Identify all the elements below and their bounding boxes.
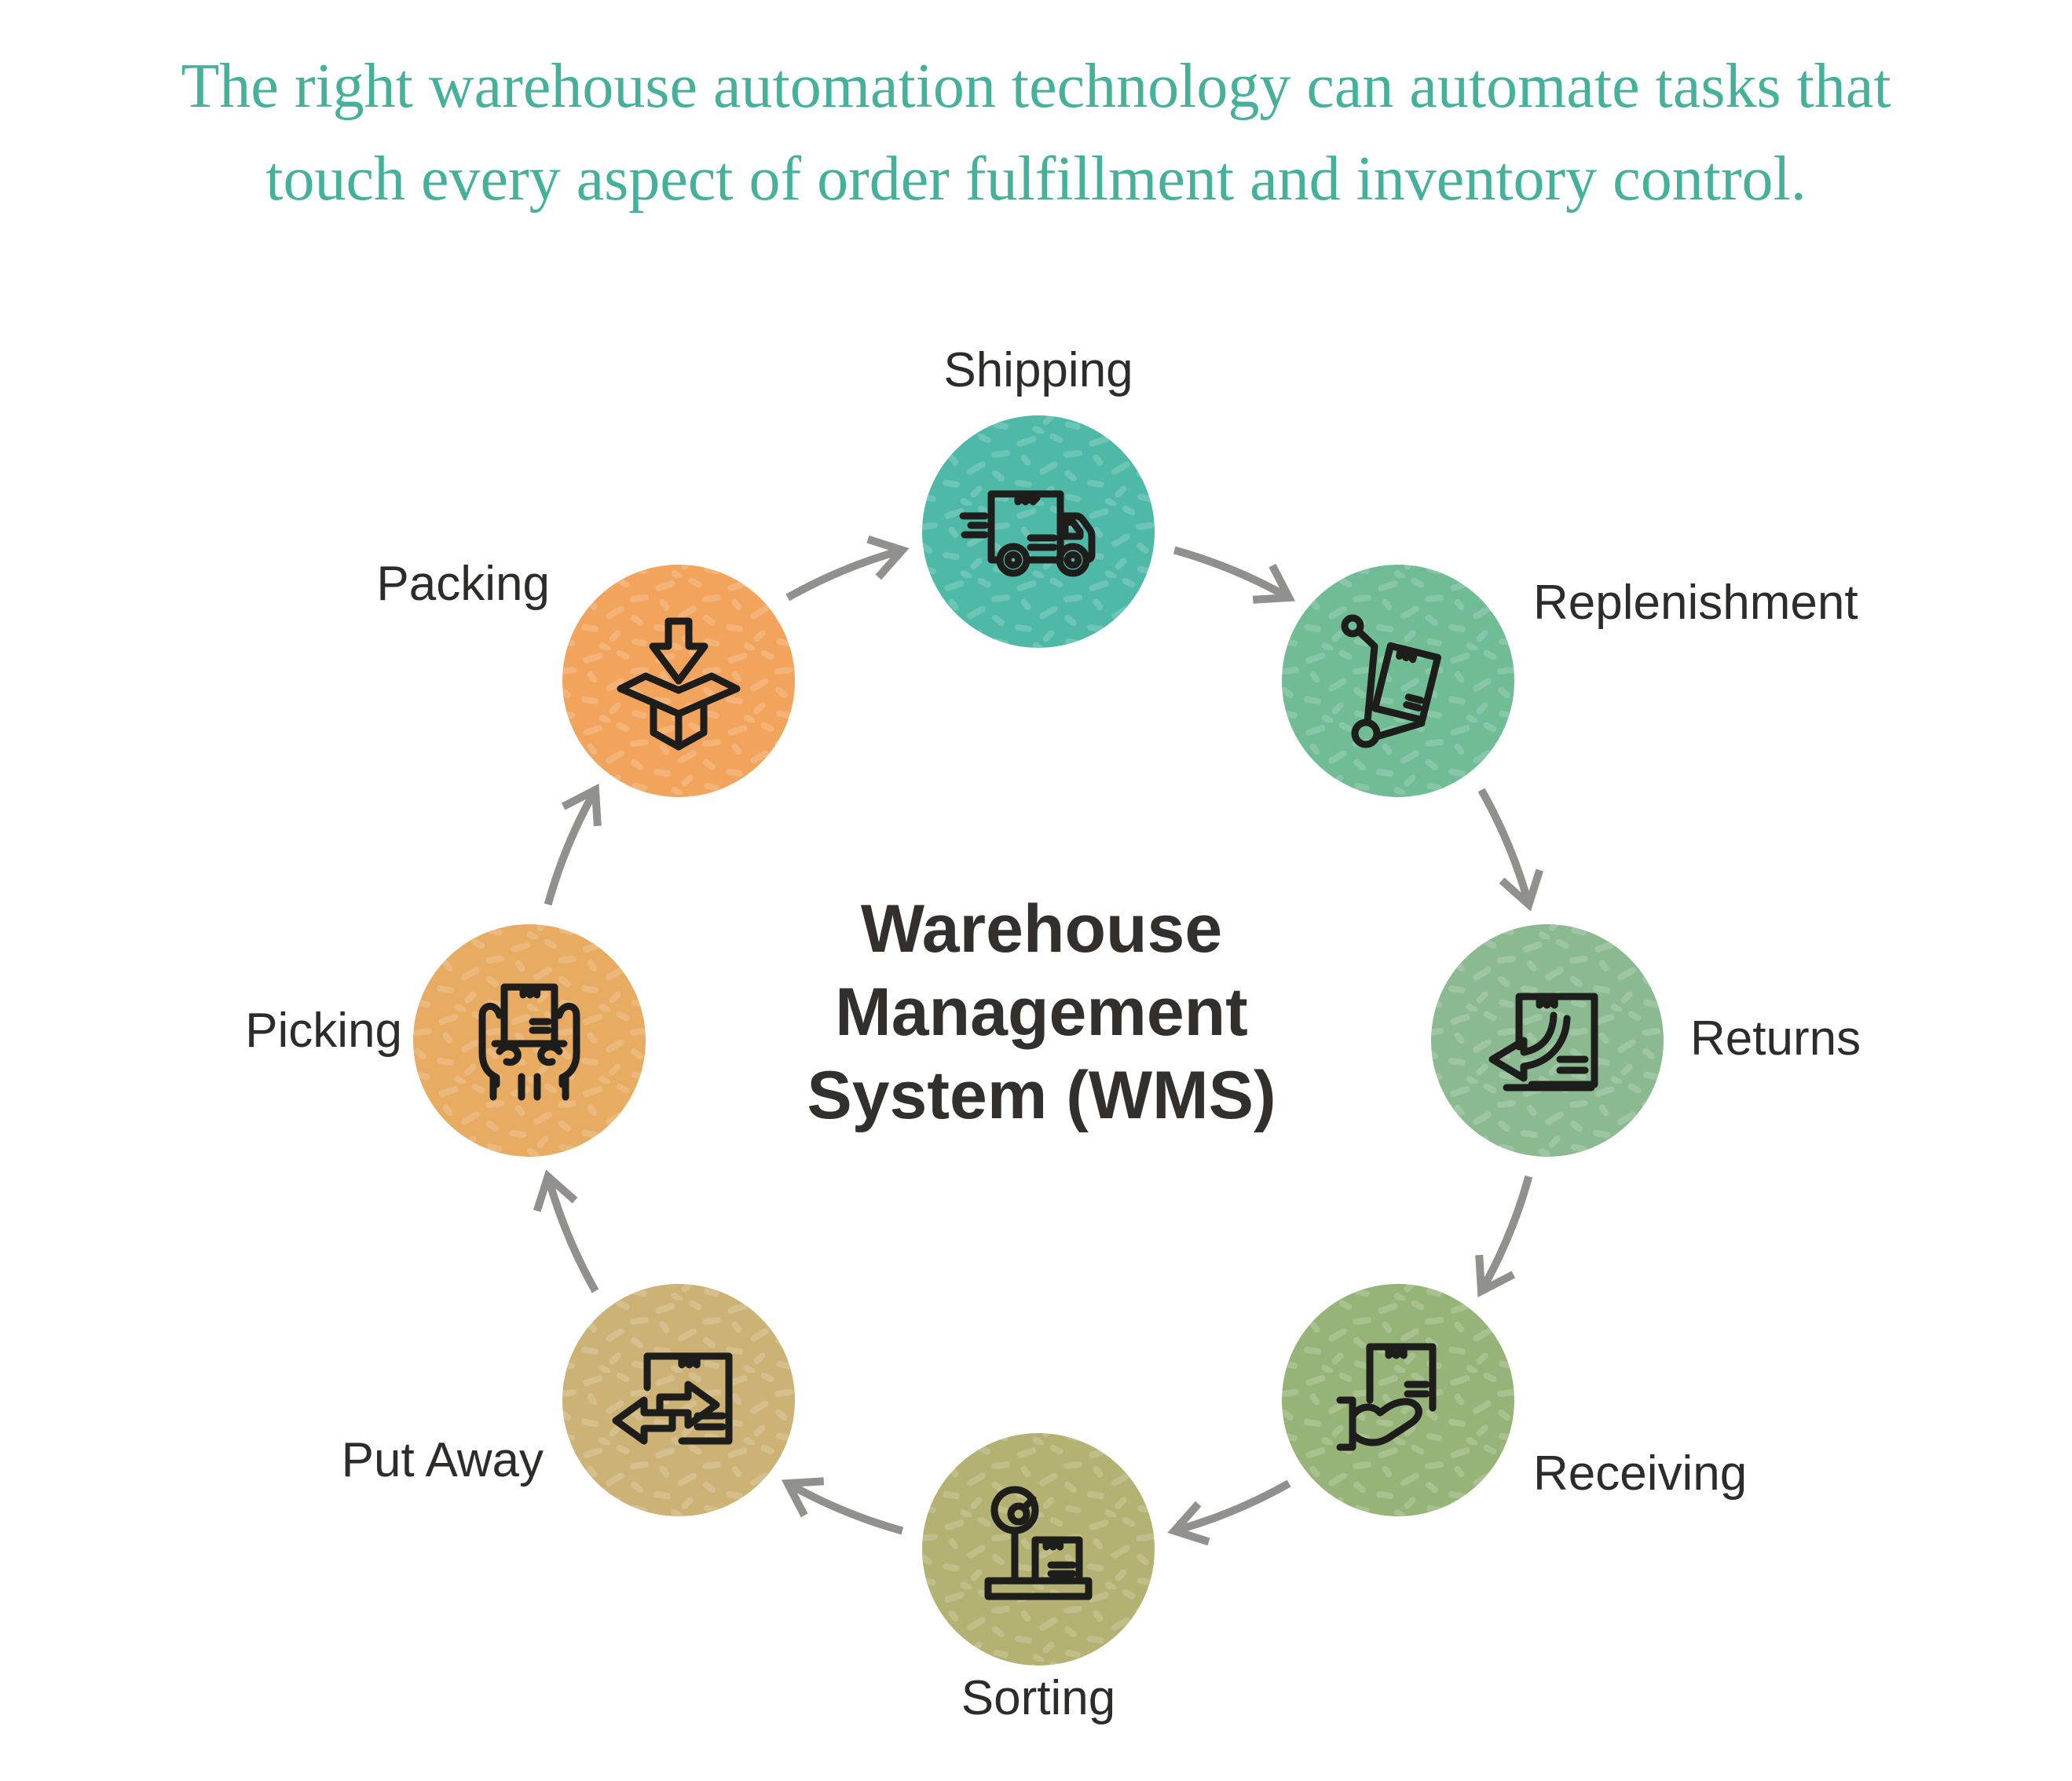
node-label-replenishment: Replenishment	[1533, 576, 1858, 630]
node-replenishment: Replenishment	[1282, 565, 1858, 797]
grain-texture	[922, 415, 1155, 648]
node-label-receiving: Receiving	[1533, 1446, 1747, 1501]
node-receiving: Receiving	[1282, 1284, 1747, 1516]
node-label-packing: Packing	[376, 557, 550, 611]
center-label-line1: Warehouse	[861, 891, 1222, 967]
headline-line1: The right warehouse automation technolog…	[181, 52, 1891, 121]
grain-texture	[1282, 565, 1514, 797]
flow-arrow	[544, 783, 602, 906]
node-label-shipping: Shipping	[943, 343, 1133, 397]
center-label-line3: System (WMS)	[807, 1058, 1276, 1133]
flow-arrows	[533, 535, 1544, 1546]
flow-arrow	[1477, 788, 1544, 912]
node-put-away: Put Away	[342, 1284, 795, 1516]
headline-line2: touch every aspect of order fulfillment …	[265, 144, 1807, 214]
node-label-sorting: Sorting	[961, 1671, 1115, 1725]
center-label-line2: Management	[835, 975, 1248, 1050]
node-label-returns: Returns	[1690, 1011, 1861, 1066]
center-label: Warehouse Management System (WMS)	[807, 891, 1276, 1133]
flow-arrow	[1173, 546, 1296, 604]
node-sorting: Sorting	[922, 1433, 1155, 1725]
flow-arrow	[533, 1169, 599, 1293]
node-label-put-away: Put Away	[342, 1433, 544, 1487]
flow-arrow	[785, 535, 910, 602]
flow-arrow	[781, 1477, 904, 1535]
node-packing: Packing	[376, 557, 795, 797]
node-returns: Returns	[1431, 924, 1861, 1157]
flow-arrow	[1167, 1479, 1291, 1546]
flow-arrow	[1475, 1175, 1533, 1298]
node-shipping: Shipping	[922, 343, 1155, 648]
node-picking: Picking	[245, 924, 646, 1157]
node-label-picking: Picking	[245, 1004, 402, 1058]
